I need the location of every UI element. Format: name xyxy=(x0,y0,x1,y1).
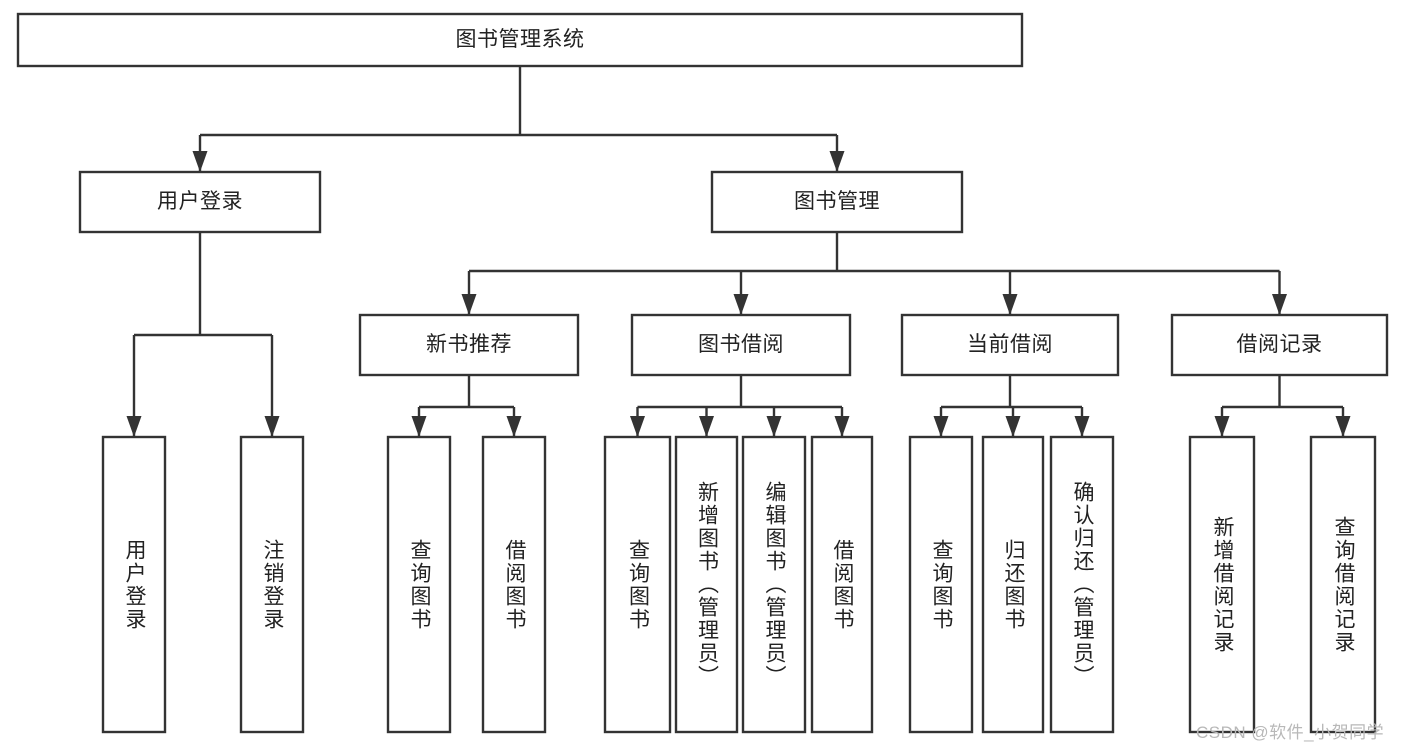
arrow-head-l3-records-1 xyxy=(1335,416,1351,437)
arrow-head-root-1 xyxy=(829,151,845,172)
node-box-l3-records[interactable] xyxy=(1170,313,1389,377)
node-box-leaf-cur-return[interactable] xyxy=(981,435,1045,734)
node-box-root[interactable] xyxy=(16,12,1024,68)
node-box-l3-new-book[interactable] xyxy=(358,313,580,377)
arrow-head-l2-book-manage-3 xyxy=(1272,294,1287,315)
arrow-head-l3-new-book-0 xyxy=(411,416,427,437)
arrow-head-l2-book-manage-1 xyxy=(733,294,749,315)
node-box-leaf-rec-query[interactable] xyxy=(1309,435,1377,734)
arrow-head-l3-new-book-1 xyxy=(506,416,522,437)
arrow-head-l3-borrow-1 xyxy=(699,416,714,437)
node-box-leaf-user-login[interactable] xyxy=(101,435,167,734)
node-box-l2-book-manage[interactable] xyxy=(710,170,964,234)
arrow-head-l2-book-manage-2 xyxy=(1002,294,1018,315)
node-box-leaf-nb-query[interactable] xyxy=(386,435,452,734)
node-box-leaf-cur-confirm[interactable] xyxy=(1049,435,1115,734)
node-box-leaf-logout[interactable] xyxy=(239,435,305,734)
node-box-l3-current[interactable] xyxy=(900,313,1120,377)
csdn-watermark: CSDN @软件_小贺同学 xyxy=(1196,723,1385,742)
arrow-head-l3-borrow-3 xyxy=(834,416,850,437)
connectors-layer xyxy=(126,66,1351,437)
node-box-leaf-nb-borrow[interactable] xyxy=(481,435,547,734)
node-box-leaf-bw-query[interactable] xyxy=(603,435,672,734)
node-box-l2-user-login[interactable] xyxy=(78,170,322,234)
arrow-head-l3-borrow-0 xyxy=(630,416,645,437)
node-box-leaf-bw-edit[interactable] xyxy=(741,435,807,734)
arrow-head-l3-records-0 xyxy=(1214,416,1230,437)
node-box-leaf-bw-add[interactable] xyxy=(674,435,739,734)
arrow-head-l2-user-login-1 xyxy=(264,416,280,437)
arrow-head-l3-current-2 xyxy=(1074,416,1090,437)
arrow-head-root-0 xyxy=(192,151,208,172)
arrow-head-l2-user-login-0 xyxy=(126,416,142,437)
node-boxes-layer xyxy=(16,12,1389,734)
node-box-l3-borrow[interactable] xyxy=(630,313,852,377)
node-box-leaf-bw-borrow[interactable] xyxy=(810,435,874,734)
node-box-leaf-rec-add[interactable] xyxy=(1188,435,1256,734)
arrow-head-l3-current-0 xyxy=(933,416,949,437)
arrow-head-l2-book-manage-0 xyxy=(461,294,477,315)
arrow-head-l3-current-1 xyxy=(1005,416,1021,437)
node-box-leaf-cur-query[interactable] xyxy=(908,435,974,734)
arrow-head-l3-borrow-2 xyxy=(766,416,782,437)
